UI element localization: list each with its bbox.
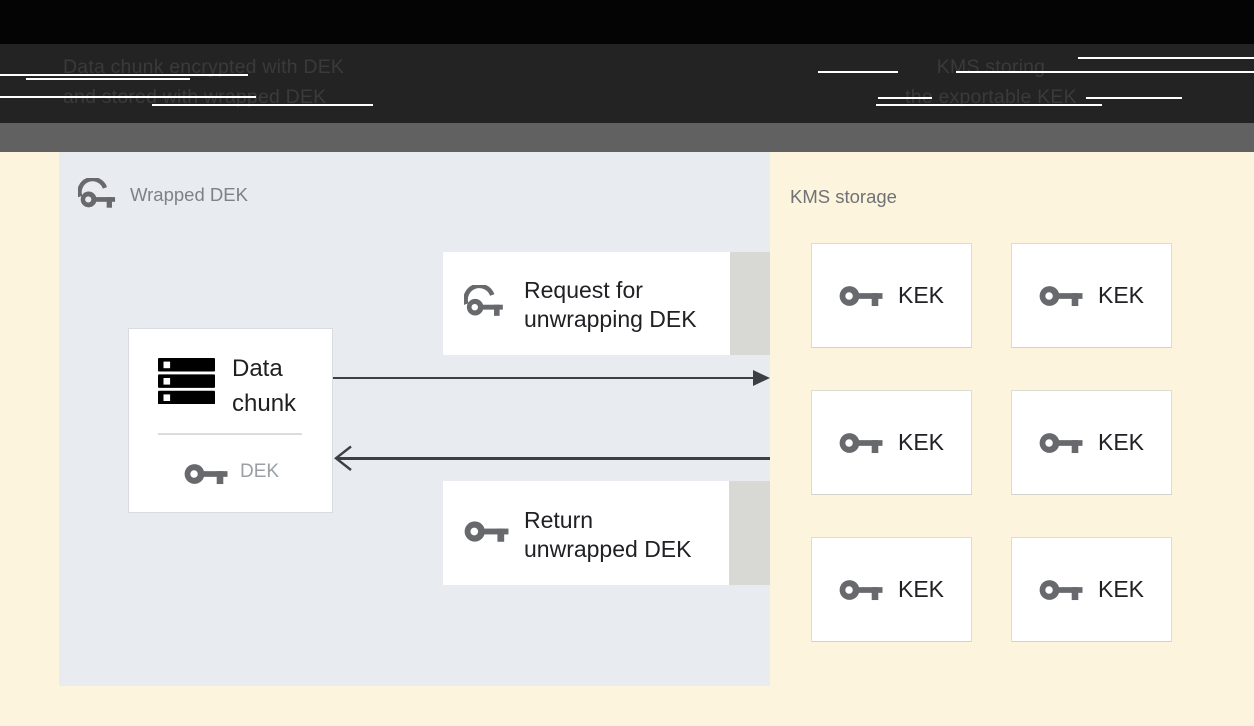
glitch-line: [1078, 57, 1254, 59]
page-header: Data chunk encrypted with DEK and stored…: [0, 0, 1254, 123]
kek-node: KEK: [811, 243, 972, 348]
return-node-line2: unwrapped DEK: [524, 536, 692, 562]
data-chunk-title-line2: chunk: [232, 390, 297, 417]
gray-divider-bar: [0, 123, 1254, 152]
glitch-line: [26, 78, 190, 80]
data-chunk-title-line1: Data: [232, 355, 283, 382]
glitch-line: [0, 96, 256, 98]
data-chunk-divider: [158, 433, 302, 435]
glitch-line: [1086, 97, 1182, 99]
return-node-shadow: [729, 481, 770, 585]
kek-label: KEK: [897, 429, 945, 455]
request-wrapped-key-icon: [464, 285, 503, 316]
request-unwrap-node: [443, 252, 730, 355]
glitch-line: [152, 104, 373, 106]
request-node-line2: unwrapping DEK: [524, 306, 697, 332]
kek-label: KEK: [1097, 576, 1145, 602]
glitch-line: [878, 97, 932, 99]
request-node-line1: Request for: [524, 277, 643, 303]
kek-key-icon: [1039, 432, 1083, 453]
glitch-line: [818, 71, 898, 73]
kek-key-icon: [1039, 285, 1083, 306]
wrapped-dek-label: Wrapped DEK: [130, 183, 248, 205]
kms-storage-label: KMS storage: [790, 186, 897, 207]
kek-node: KEK: [1011, 390, 1172, 495]
kek-node: KEK: [1011, 537, 1172, 642]
kek-node: KEK: [1011, 243, 1172, 348]
wrapped-dek-label-row: Wrapped DEK: [78, 178, 248, 211]
data-chunk-title: Data chunk: [232, 351, 296, 421]
header-left-caption-line1: Data chunk encrypted with DEK: [63, 56, 345, 78]
header-left-caption: Data chunk encrypted with DEK and stored…: [63, 52, 344, 112]
header-right-caption-line2: the exportable KEK: [905, 86, 1077, 108]
request-arrow-line: [333, 376, 757, 379]
header-right-caption: KMS storing the exportable KEK: [830, 52, 1152, 112]
return-arrow-head: [334, 445, 352, 471]
return-key-icon: [464, 521, 509, 542]
kek-node: KEK: [811, 390, 972, 495]
request-arrow-head: [753, 369, 770, 386]
return-node-text: Return unwrapped DEK: [524, 506, 692, 564]
kek-label: KEK: [897, 576, 945, 602]
wrapped-key-icon: [78, 178, 116, 208]
kek-key-icon: [839, 432, 883, 453]
kek-key-icon: [839, 579, 883, 600]
kek-label: KEK: [1097, 282, 1145, 308]
data-chunk-node: [128, 328, 333, 513]
request-node-shadow: [730, 252, 770, 355]
dek-key-icon: [184, 464, 228, 485]
kek-label: KEK: [897, 282, 945, 308]
glitch-line: [0, 74, 248, 76]
data-chunk-icon: [158, 358, 215, 404]
return-arrow-line: [338, 457, 770, 460]
kek-key-icon: [1039, 579, 1083, 600]
glitch-line: [876, 104, 1102, 106]
kek-label: KEK: [1097, 429, 1145, 455]
dek-label: DEK: [240, 461, 280, 482]
kek-node: KEK: [811, 537, 972, 642]
request-node-text: Request for unwrapping DEK: [524, 276, 697, 334]
return-node-line1: Return: [524, 507, 594, 533]
glitch-line: [956, 71, 1254, 73]
kek-key-icon: [839, 285, 883, 306]
